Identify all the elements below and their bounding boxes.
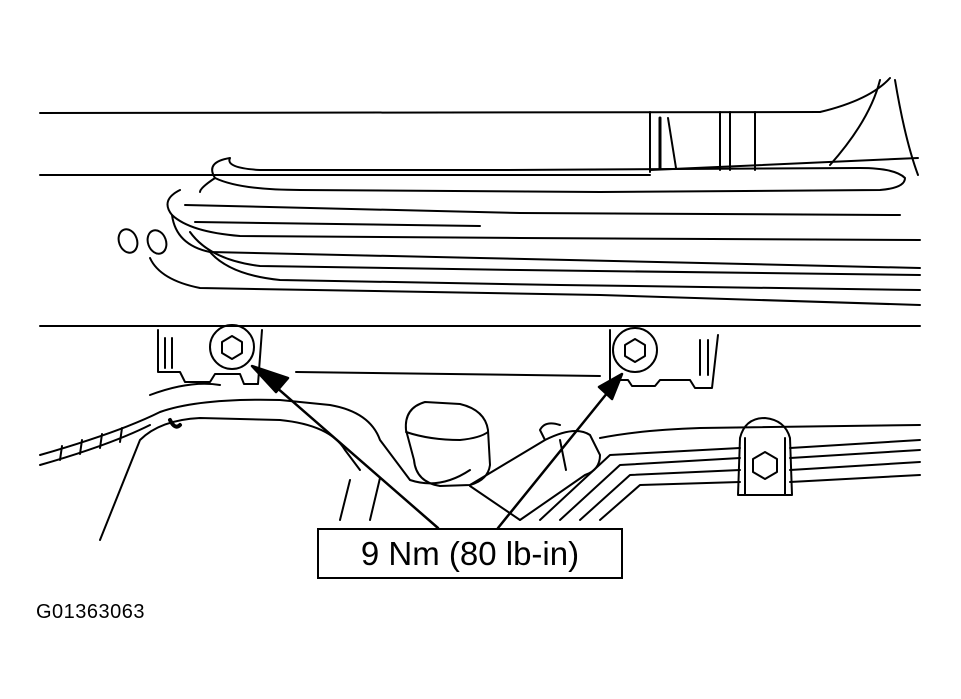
torque-spec-callout: 9 Nm (80 lb-in): [317, 528, 623, 579]
arrowhead-left: [250, 364, 290, 394]
right-bracket: [609, 327, 719, 389]
leader-line-right: [496, 390, 610, 530]
upper-rail: [39, 77, 919, 176]
fuel-line-clamp: [539, 417, 921, 521]
torque-spec-text: 9 Nm (80 lb-in): [360, 534, 580, 572]
leader-line-left: [266, 378, 440, 530]
figure-id: G01363063: [36, 601, 146, 623]
leader-arrows: [250, 364, 624, 530]
left-bracket: [157, 324, 263, 385]
cover-ribs: [117, 157, 921, 306]
arrowhead-right: [597, 372, 624, 401]
lower-housing: [39, 382, 471, 541]
center-fitting: [404, 401, 601, 521]
